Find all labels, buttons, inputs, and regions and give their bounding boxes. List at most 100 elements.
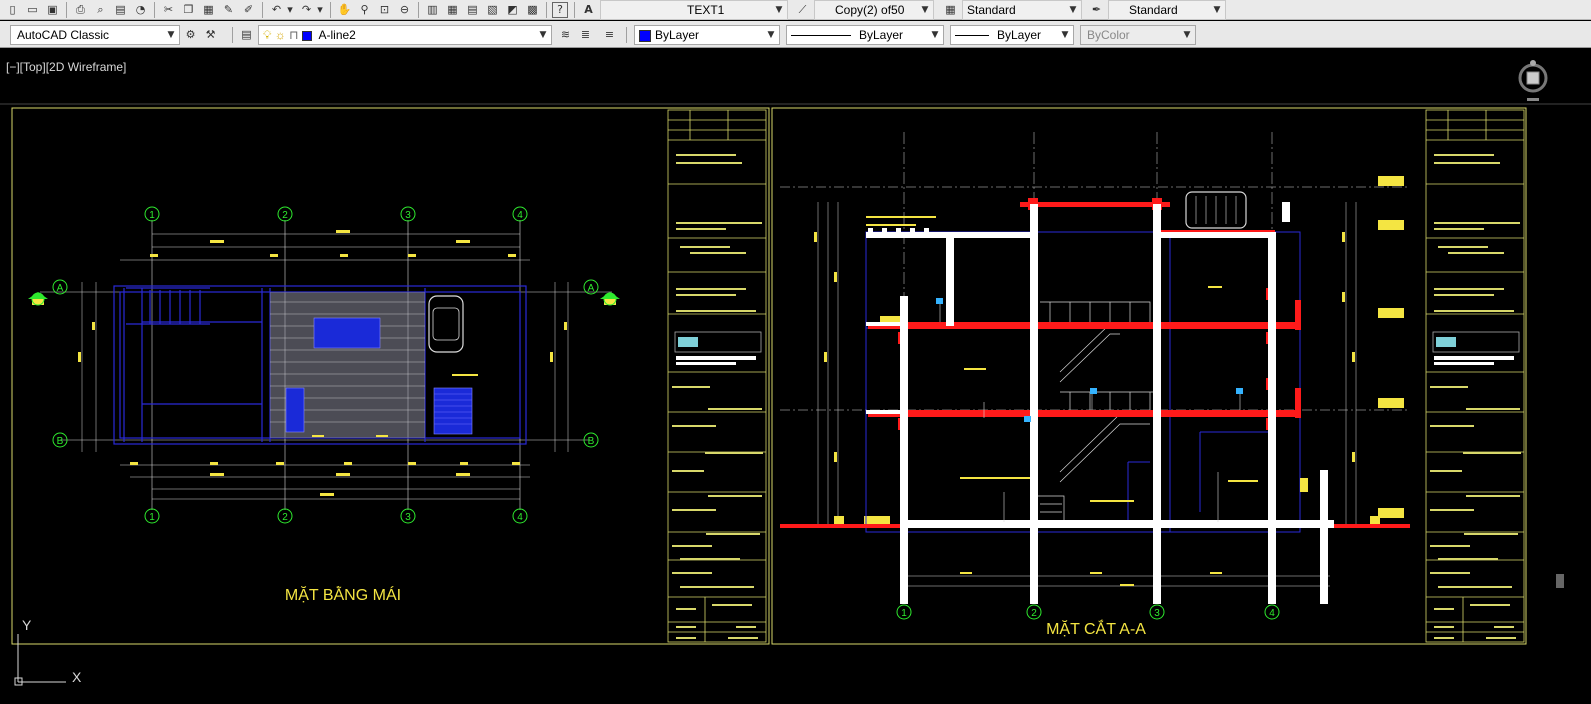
section-dimension-text — [814, 216, 1355, 586]
grid-label-4: 4 — [517, 210, 523, 221]
block-editor-icon[interactable]: ✐ — [243, 3, 254, 16]
customize-icon[interactable]: ⚒ — [205, 28, 216, 41]
toolbar-separator — [232, 27, 233, 43]
logo-box — [674, 331, 762, 353]
workspace-select[interactable]: AutoCAD Classic ▼ — [10, 25, 180, 45]
plotstyle-value: ByColor — [1087, 28, 1130, 42]
roof-water-tank-lines — [1195, 196, 1237, 224]
toolbar-separator — [574, 2, 575, 18]
chevron-down-icon: ▼ — [167, 30, 175, 40]
company-banner — [676, 362, 736, 365]
properties-icon[interactable]: ▥ — [427, 3, 438, 16]
3d-print-icon[interactable]: ◔ — [135, 3, 146, 16]
undo-icon[interactable]: ↶ — [271, 3, 282, 16]
chevron-down-icon: ▼ — [1213, 5, 1221, 15]
ground-marker — [1370, 516, 1380, 524]
layer-previous-icon[interactable]: ≣ — [580, 28, 591, 41]
grid-label-3: 3 — [405, 210, 411, 221]
scrollbar-thumb[interactable] — [1556, 574, 1564, 588]
make-current-layer-icon[interactable]: ≋ — [560, 28, 571, 41]
new-icon[interactable]: ▯ — [9, 3, 16, 16]
table-style-value: Standard — [967, 3, 1016, 17]
tool-palettes-icon[interactable]: ▤ — [467, 3, 478, 16]
workspace-settings-icon[interactable]: ⚙ — [185, 28, 196, 41]
roof-water-tank — [1185, 191, 1247, 229]
table-style-select[interactable]: Standard ▼ — [962, 0, 1082, 20]
sheet-set-icon[interactable]: ▧ — [487, 3, 498, 16]
logo-image — [1436, 337, 1456, 347]
ucs-icon: Y X — [14, 617, 82, 686]
grid-label-2: 2 — [1031, 608, 1037, 619]
table-style-icon: ▦ — [945, 3, 956, 16]
grid-label-1: 1 — [901, 608, 907, 619]
dim-style-icon: ⟋ — [798, 3, 807, 16]
pan-icon[interactable]: ✋ — [337, 3, 352, 16]
level-lines — [780, 186, 1410, 411]
toolbar-separator — [546, 2, 547, 18]
multileader-style-select[interactable]: Standard▼ — [1108, 0, 1226, 20]
lineweight-sample — [955, 35, 989, 37]
grid-label-a: A — [57, 283, 64, 294]
title-block-right-text — [1430, 154, 1521, 639]
room-label — [376, 435, 388, 437]
standard-toolbar: ▯ ▭ ▣ ⎙ ⌕ ▤ ◔ ✂ ❐ ▦ ✎ ✐ ↶ ▾ ↷ ▾ ✋ ⚲ ⊡ ⊖ … — [0, 0, 1591, 20]
section-mark-left — [28, 292, 48, 306]
chevron-down-icon: ▼ — [1069, 5, 1077, 15]
zoom-previous-icon[interactable]: ⊖ — [399, 3, 410, 16]
grid-label-4: 4 — [517, 512, 523, 523]
redo-icon[interactable]: ↷ — [301, 3, 312, 16]
copy-icon[interactable]: ❐ — [183, 3, 194, 16]
open-icon[interactable]: ▭ — [27, 3, 38, 16]
lineweight-select[interactable]: ByLayer▼ — [950, 25, 1074, 45]
match-properties-icon[interactable]: ✎ — [223, 3, 234, 16]
ucs-y-label: Y — [22, 617, 32, 633]
layer-color-swatch — [301, 30, 312, 41]
markup-icon[interactable]: ◩ — [507, 3, 518, 16]
toolbar-separator — [418, 2, 419, 18]
viewcube-icon[interactable] — [1515, 58, 1551, 104]
balustrade-posts — [868, 228, 929, 236]
text-style-select[interactable]: TEXT1▼ — [600, 0, 788, 20]
roof-plan: 1 2 3 4 1 2 3 4 A A — [28, 206, 620, 524]
save-icon[interactable]: ▣ — [47, 3, 58, 16]
title-block-left-text — [672, 154, 763, 639]
water-tank-inner — [432, 307, 460, 341]
redo-dropdown-icon[interactable]: ▾ — [317, 3, 323, 16]
toolbar-separator — [330, 2, 331, 18]
logo-box — [1432, 331, 1520, 353]
layer-properties-icon[interactable]: ▤ — [241, 28, 252, 41]
roof-plan-title: MẶT BẰNG MÁI — [285, 585, 401, 604]
zoom-window-icon[interactable]: ⊡ — [379, 3, 390, 16]
paste-icon[interactable]: ▦ — [203, 3, 214, 16]
plot-icon[interactable]: ⎙ — [76, 3, 85, 16]
logo-image — [678, 337, 698, 347]
cut-icon[interactable]: ✂ — [163, 3, 174, 16]
help-icon[interactable]: ? — [552, 2, 568, 18]
skylight — [313, 317, 381, 349]
plot-preview-icon[interactable]: ⌕ — [97, 3, 104, 16]
room-label — [312, 435, 324, 437]
linetype-select[interactable]: ByLayer▼ — [786, 25, 944, 45]
zoom-realtime-icon[interactable]: ⚲ — [360, 3, 369, 16]
layer-select[interactable]: 💡︎ ☼ ⊓ A-line2 ▼ — [258, 25, 552, 45]
title-block-left — [667, 109, 767, 643]
lock-icon: ⊓ — [289, 28, 299, 42]
publish-icon[interactable]: ▤ — [115, 3, 126, 16]
solar-panel — [433, 387, 473, 435]
section-grid-bubbles: 1 2 3 4 — [896, 604, 1280, 620]
sheet-border-left — [11, 107, 770, 645]
design-center-icon[interactable]: ▦ — [447, 3, 458, 16]
workspace-value: AutoCAD Classic — [17, 28, 110, 42]
color-select[interactable]: ByLayer▼ — [634, 25, 780, 45]
dim-style-select[interactable]: Copy(2) of50▼ — [814, 0, 934, 20]
section-mark-right — [600, 292, 620, 306]
chevron-down-icon: ▼ — [539, 30, 547, 40]
floor-slabs — [780, 198, 1410, 528]
layer-state-icon[interactable]: ≡ — [604, 28, 615, 41]
toolbar-separator — [626, 27, 627, 43]
water-tank — [428, 295, 464, 353]
quickcalc-icon[interactable]: ▩ — [527, 3, 538, 16]
section-room-labels — [960, 286, 1258, 502]
viewport-controls[interactable]: [−][Top][2D Wireframe] — [6, 60, 127, 74]
undo-dropdown-icon[interactable]: ▾ — [287, 3, 293, 16]
